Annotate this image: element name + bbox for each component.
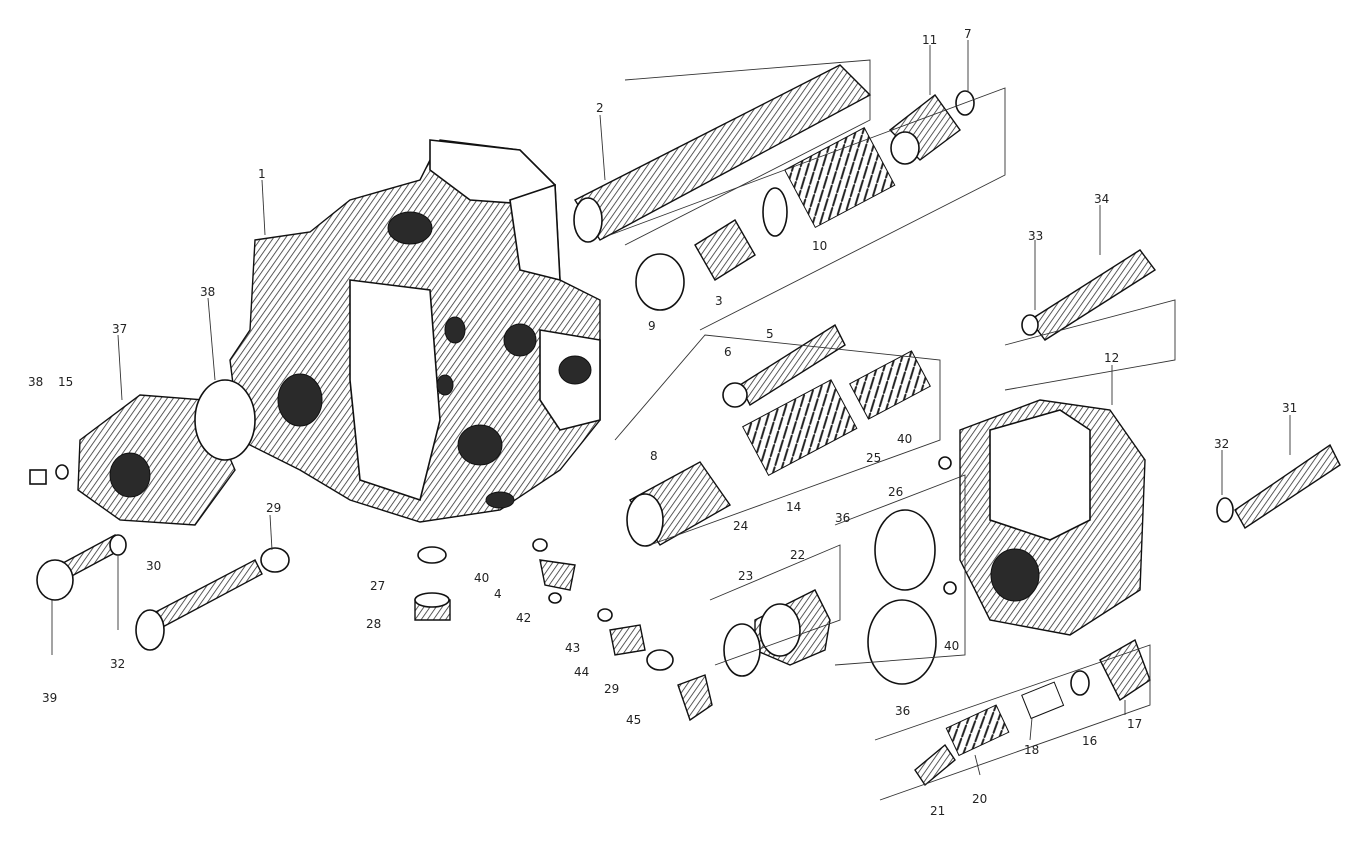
callout-29-left: 29 [266, 501, 281, 515]
bolt-34 [1004, 249, 1176, 391]
callout-1: 1 [258, 167, 266, 181]
callout-15: 15 [58, 375, 73, 389]
spool-assembly [573, 59, 872, 246]
callout-12: 12 [1104, 351, 1119, 365]
callout-4: 4 [494, 587, 502, 601]
callout-9: 9 [648, 319, 656, 333]
callout-39: 39 [42, 691, 57, 705]
callout-28: 28 [366, 617, 381, 631]
o-rings-36 [834, 456, 966, 685]
plug-28 [414, 546, 451, 621]
callout-42: 42 [516, 611, 531, 625]
callout-40-right: 40 [944, 639, 959, 653]
callout-8: 8 [650, 449, 658, 463]
callout-7: 7 [964, 27, 972, 41]
leader-lines [51, 40, 1291, 776]
callout-29-lower: 29 [604, 682, 619, 696]
callout-44: 44 [574, 665, 589, 679]
callout-22: 22 [790, 548, 805, 562]
callout-30: 30 [146, 559, 161, 573]
callout-16: 16 [1082, 734, 1097, 748]
bolt-31 [1216, 443, 1341, 530]
callout-5: 5 [766, 327, 774, 341]
callout-3: 3 [715, 294, 723, 308]
callout-6: 6 [724, 345, 732, 359]
pilot-valve-group [874, 638, 1151, 801]
callout-36-upper: 36 [835, 511, 850, 525]
callout-labels: 1 2 11 7 10 9 3 5 6 8 34 33 12 31 32 25 … [28, 27, 1297, 818]
callout-23: 23 [738, 569, 753, 583]
callout-34: 34 [1094, 192, 1109, 206]
callout-40-lower: 40 [474, 571, 489, 585]
callout-38-flange: 38 [200, 285, 215, 299]
callout-21: 21 [930, 804, 945, 818]
relief-valve-group [614, 323, 941, 547]
callout-17: 17 [1127, 717, 1142, 731]
callout-43: 43 [565, 641, 580, 655]
callout-11: 11 [922, 33, 937, 47]
left-flange [29, 379, 290, 651]
end-cover [959, 399, 1146, 636]
callout-18: 18 [1024, 743, 1039, 757]
callout-24: 24 [733, 519, 748, 533]
callout-27: 27 [370, 579, 385, 593]
callout-20: 20 [972, 792, 987, 806]
valve-body [229, 139, 601, 523]
callout-37: 37 [112, 322, 127, 336]
callout-45: 45 [626, 713, 641, 727]
detent-group [609, 87, 1006, 331]
callout-36-lower: 36 [895, 704, 910, 718]
callout-31: 31 [1282, 401, 1297, 415]
check-valve-parts [532, 538, 713, 722]
callout-2: 2 [596, 101, 604, 115]
callout-10: 10 [812, 239, 827, 253]
callout-33: 33 [1028, 229, 1043, 243]
callout-25: 25 [866, 451, 881, 465]
callout-32-right: 32 [1214, 437, 1229, 451]
piston-22 [709, 544, 841, 677]
callout-40-upper: 40 [897, 432, 912, 446]
callout-14: 14 [786, 500, 801, 514]
callout-26: 26 [888, 485, 903, 499]
callout-38-left: 38 [28, 375, 43, 389]
callout-32-left: 32 [110, 657, 125, 671]
